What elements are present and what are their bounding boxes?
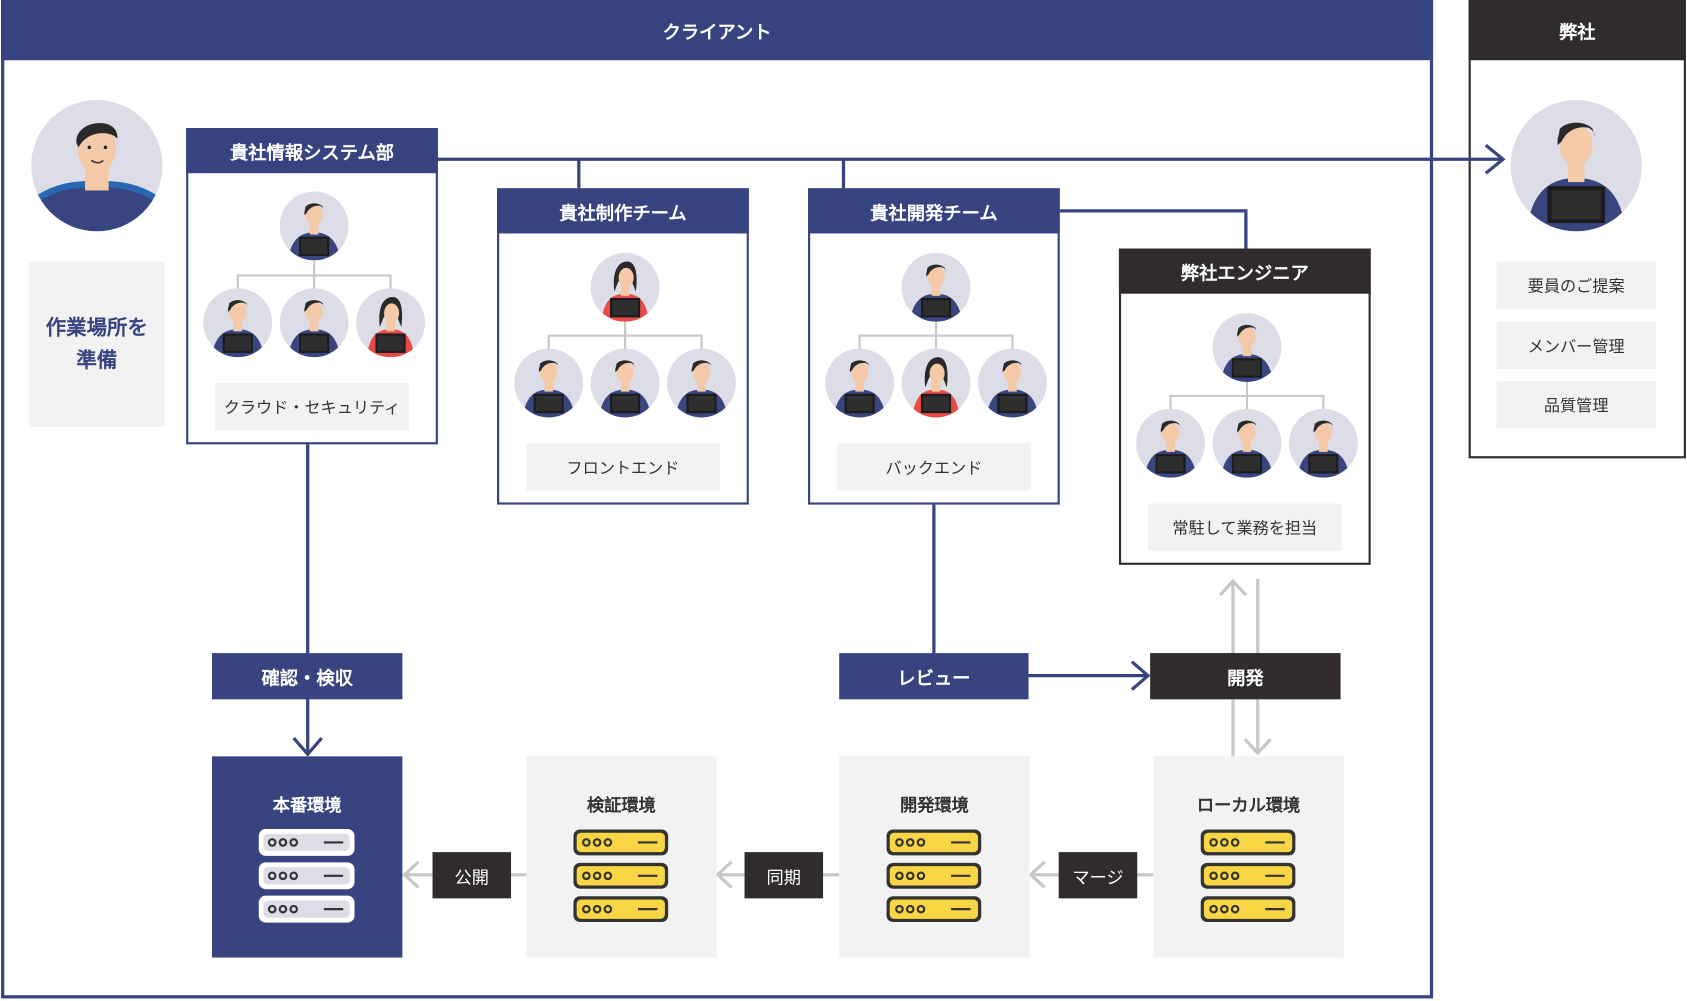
server-icon (258, 828, 355, 923)
env-local: ローカル環境 (1153, 756, 1344, 958)
team-production-title: 貴社制作チーム (559, 202, 687, 225)
flow-publish: 公開 (432, 852, 512, 899)
env-production: 本番環境 (211, 756, 403, 958)
server-icon (886, 829, 982, 923)
workplace-box: 作業場所を 準備 (29, 261, 165, 428)
team-engineer-title: 弊社エンジニア (1180, 263, 1309, 285)
company-title: 弊社 (1558, 22, 1596, 44)
team-development-title: 貴社開発チーム (870, 202, 998, 225)
team-infosys-role: クラウド・セキュリティ (215, 383, 409, 431)
workplace-label-line2: 準備 (76, 348, 118, 373)
engineer-member-avatar (1289, 409, 1358, 478)
flow-sync: 同期 (744, 852, 824, 899)
engineer-member-avatar (1213, 409, 1282, 478)
env-development-title: 開発環境 (899, 795, 969, 816)
flow-merge: マージ (1058, 852, 1138, 899)
action-develop: 開発 (1150, 653, 1341, 700)
engineer-lead-avatar (1213, 313, 1282, 382)
team-infosys-header: 貴社情報システム部 (186, 128, 438, 174)
client-person-avatar (31, 100, 163, 232)
engineer-member-avatar (1136, 409, 1205, 478)
env-development: 開発環境 (839, 756, 1030, 958)
server-icon (573, 829, 669, 923)
workplace-label-line1: 作業場所を (45, 316, 148, 340)
company-item-quality-management: 品質管理 (1496, 380, 1656, 429)
company-item-proposal: 要員のご提案 (1496, 261, 1656, 309)
team-development-role: バックエンド (837, 443, 1031, 491)
client-header: クライアント (1, 0, 1434, 61)
team-engineer-header: 弊社エンジニア (1118, 248, 1371, 294)
company-item-member-management: メンバー管理 (1496, 321, 1656, 370)
action-confirm: 確認・検収 (211, 653, 403, 700)
team-production-role: フロントエンド (526, 443, 720, 491)
env-local-title: ローカル環境 (1196, 795, 1301, 816)
team-production-header: 貴社制作チーム (497, 188, 749, 234)
server-icon (1200, 829, 1296, 923)
client-title: クライアント (662, 22, 772, 44)
env-staging-title: 検証環境 (586, 795, 656, 816)
team-development-header: 貴社開発チーム (808, 188, 1060, 234)
company-header: 弊社 (1468, 0, 1686, 61)
env-production-title: 本番環境 (272, 795, 342, 816)
team-infosys-title: 貴社情報システム部 (229, 142, 395, 165)
env-staging: 検証環境 (526, 756, 717, 958)
action-review: レビュー (839, 653, 1029, 700)
team-engineer-role: 常駐して業務を担当 (1147, 503, 1342, 551)
